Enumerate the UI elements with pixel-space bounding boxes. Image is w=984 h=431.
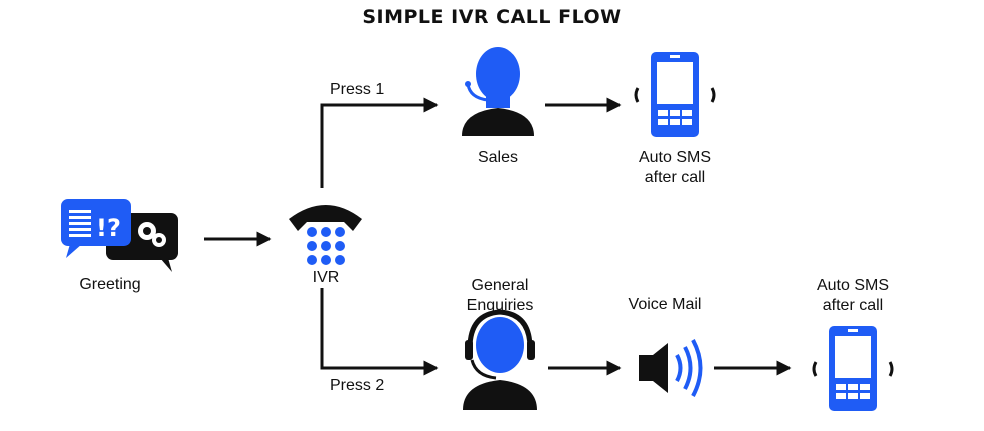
svg-text:!?: !? [96, 214, 121, 242]
general-sms-line2: after call [822, 297, 884, 314]
general-line2: Enquiries [466, 297, 534, 314]
arrow-ivr-to-general [320, 288, 439, 376]
speaker-icon [639, 339, 703, 397]
agent-headset-icon [463, 309, 537, 410]
phone-keypad-icon [289, 205, 362, 265]
general-sms-line1: Auto SMS [816, 277, 890, 294]
voice-mail-label: Voice Mail [628, 296, 702, 313]
sales-sms-line1: Auto SMS [638, 149, 712, 166]
general-line1: General [471, 277, 529, 294]
arrow-ivr-to-sales [320, 97, 439, 188]
general-sms-label: Auto SMS after call [798, 276, 908, 316]
mobile-phone-icon [634, 52, 716, 137]
branch-label-top: Press 1 [330, 81, 385, 98]
sales-label: Sales [477, 149, 519, 166]
general-enquiries-label: General Enquiries [440, 276, 560, 316]
ivr-label: IVR [312, 269, 340, 286]
branch-label-bottom: Press 2 [330, 377, 385, 394]
mobile-phone-icon [812, 326, 894, 411]
diagram-title: SIMPLE IVR CALL FLOW [362, 6, 622, 28]
sales-sms-line2: after call [644, 169, 706, 186]
sales-sms-label: Auto SMS after call [620, 148, 730, 188]
chat-bubbles-icon: !? [61, 199, 178, 272]
greeting-label: Greeting [79, 276, 141, 293]
agent-headset-icon [462, 47, 534, 136]
